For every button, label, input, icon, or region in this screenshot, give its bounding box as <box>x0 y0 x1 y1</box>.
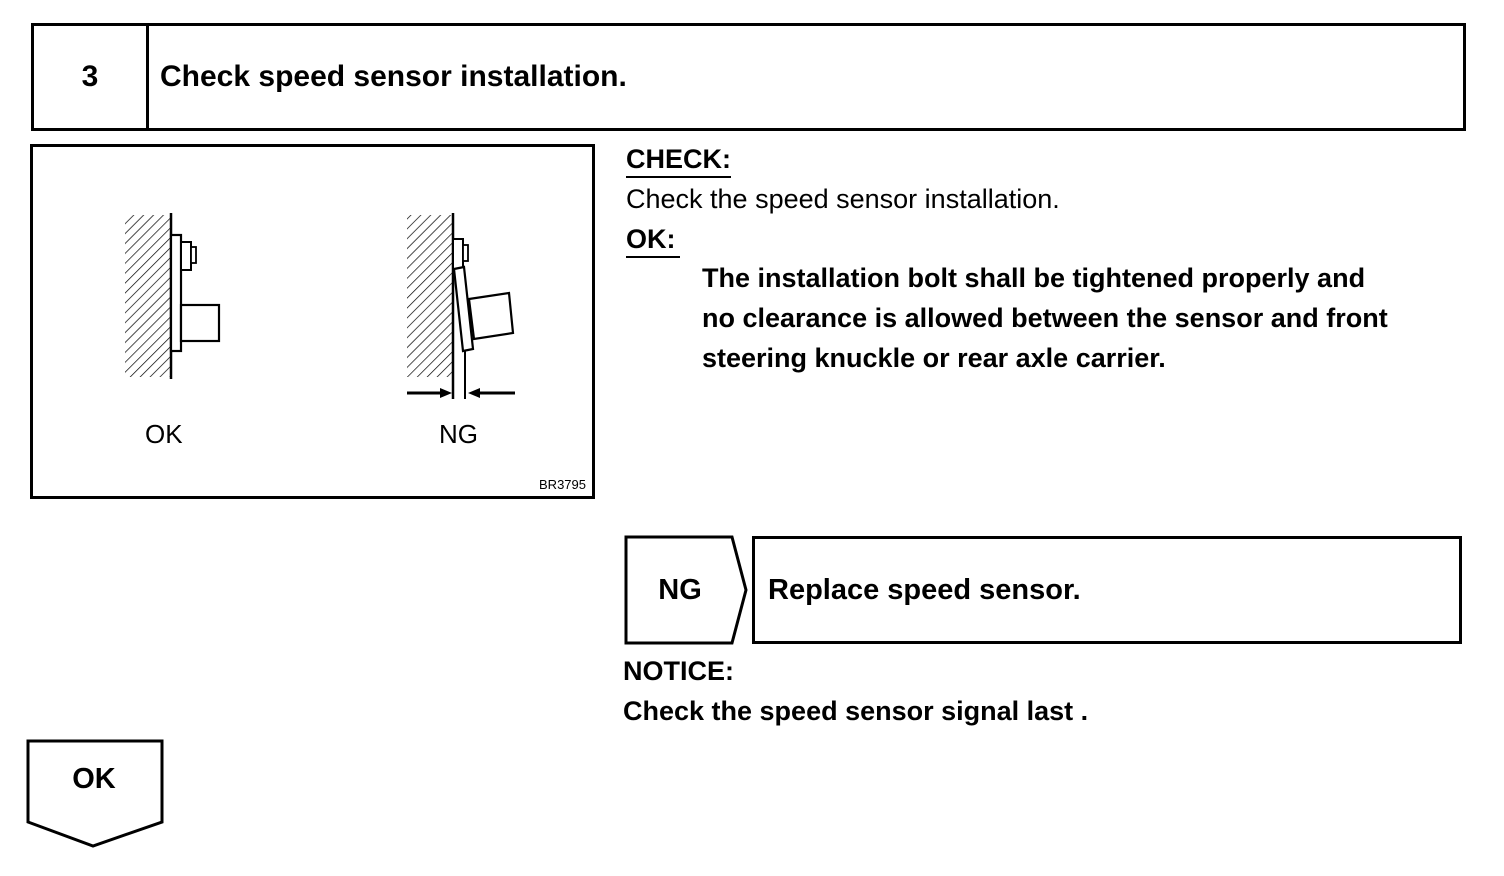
ok-criteria-line: steering knuckle or rear axle carrier. <box>702 343 1166 373</box>
check-heading: CHECK: <box>626 142 731 178</box>
step-number: 3 <box>34 26 149 128</box>
check-text: Check the speed sensor installation. <box>626 184 1060 214</box>
sensor-installation-figure: OK NG BR3795 <box>30 144 595 499</box>
ng-arrow-tag: NG <box>624 535 750 645</box>
ok-arrow-tag: OK <box>25 738 167 850</box>
ng-action-text: Replace speed sensor. <box>768 573 1081 606</box>
figure-ng-label: NG <box>439 419 478 449</box>
ok-criteria-line: no clearance is allowed between the sens… <box>702 303 1388 333</box>
step-title: Check speed sensor installation. <box>160 60 627 93</box>
notice-heading: NOTICE: <box>623 656 734 686</box>
notice-text: Check the speed sensor signal last . <box>623 696 1089 726</box>
ng-illustration <box>407 213 515 399</box>
sensor-diagram <box>125 213 515 399</box>
ok-criteria-line: The installation bolt shall be tightened… <box>702 263 1366 293</box>
ng-tag-label: NG <box>658 573 702 606</box>
figure-ok-label: OK <box>145 419 183 449</box>
step-header: 3 Check speed sensor installation. <box>31 23 1466 131</box>
ok-illustration <box>125 213 221 379</box>
ng-arrow-shape <box>624 535 748 645</box>
ok-tag-label: OK <box>72 762 116 795</box>
ng-action-box: Replace speed sensor. <box>752 536 1462 644</box>
ok-arrow-shape <box>26 739 164 848</box>
ok-heading: OK: <box>626 222 680 258</box>
ok-criteria: The installation bolt shall be tightened… <box>702 258 1472 378</box>
figure-code: BR3795 <box>539 477 586 492</box>
